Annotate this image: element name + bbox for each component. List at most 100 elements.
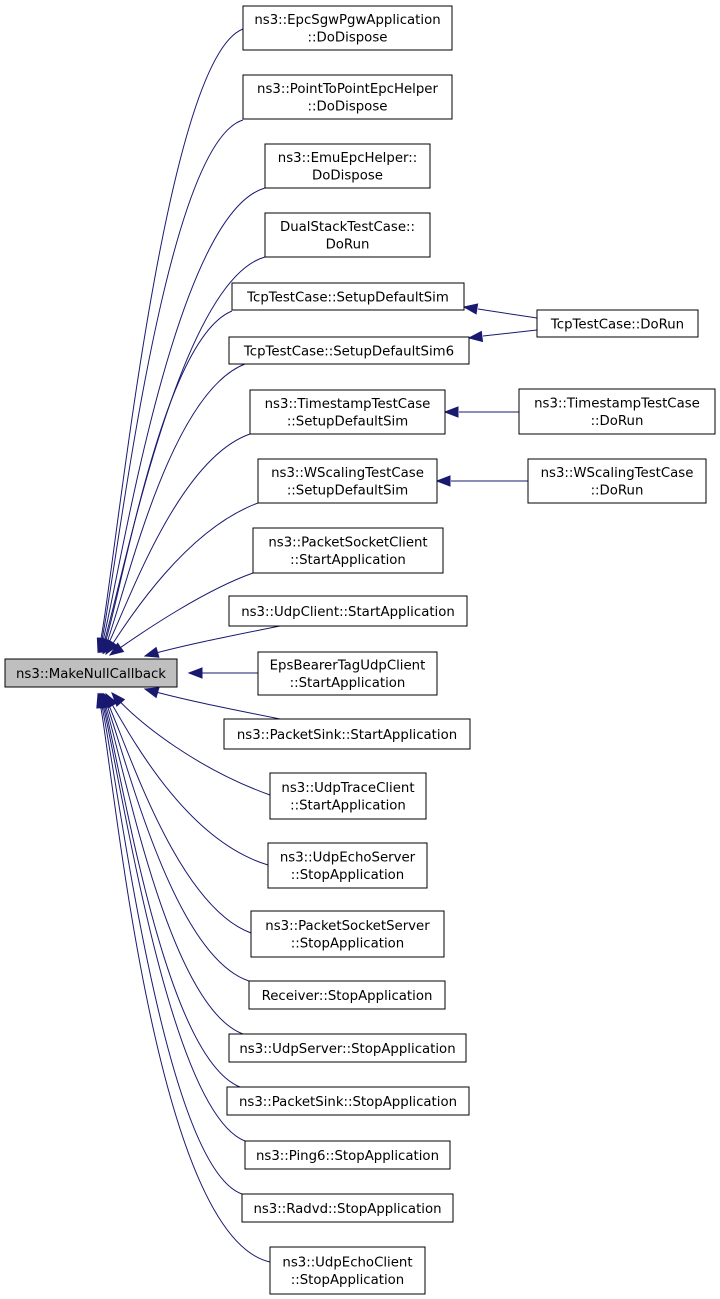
- node-tcp-setup-sim[interactable]: TcpTestCase::SetupDefaultSim: [231, 282, 465, 311]
- node-label-line: Receiver::StopApplication: [262, 989, 433, 1004]
- node-label-line: ::StopApplication: [291, 868, 405, 883]
- node-udp-echo-client-stop[interactable]: ns3::UdpEchoClient::StopApplication: [269, 1246, 426, 1295]
- node-label-line: ns3::Ping6::StopApplication: [256, 1149, 439, 1164]
- edge-packet-sink-stop: [100, 692, 241, 1088]
- node-epc-sgw-dispose[interactable]: ns3::EpcSgwPgwApplication::DoDispose: [242, 5, 453, 51]
- node-udp-server-stop[interactable]: ns3::UdpServer::StopApplication: [228, 1033, 467, 1063]
- node-box: [252, 527, 444, 574]
- node-box: [269, 1246, 426, 1295]
- node-label-line: ns3::PacketSink::StopApplication: [239, 1095, 457, 1110]
- node-tcp-setup-sim6[interactable]: TcpTestCase::SetupDefaultSim6: [228, 336, 470, 365]
- node-emu-epc-dispose[interactable]: ns3::EmuEpcHelper::DoDispose: [264, 143, 431, 189]
- node-label-line: ns3::UdpClient::StartApplication: [241, 605, 455, 620]
- node-timestamp-setup[interactable]: ns3::TimestampTestCase::SetupDefaultSim: [249, 389, 446, 435]
- edge-line: [100, 693, 241, 1088]
- node-label-line: TcpTestCase::SetupDefaultSim6: [243, 344, 454, 359]
- arrowhead: [187, 667, 203, 679]
- arrowhead: [111, 691, 126, 707]
- node-eps-bearer-start[interactable]: EpsBearerTagUdpClient::StartApplication: [257, 651, 438, 696]
- node-label-line: ns3::UdpEchoClient: [282, 1256, 412, 1271]
- edge-tcp-do-run-to-tcp-setup-sim: [462, 303, 538, 319]
- node-label-line: ::StartApplication: [290, 799, 406, 814]
- node-box: [228, 1033, 467, 1063]
- edge-line: [105, 693, 269, 866]
- edge-line: [103, 433, 251, 654]
- node-box: [248, 980, 446, 1010]
- node-label-line: ::StartApplication: [290, 553, 406, 568]
- node-wscaling-do-run[interactable]: ns3::WScalingTestCase::DoRun: [527, 458, 707, 504]
- node-box: [269, 772, 427, 820]
- node-box: [242, 74, 453, 120]
- node-timestamp-do-run[interactable]: ns3::TimestampTestCase::DoRun: [518, 388, 716, 435]
- node-packet-sink-stop[interactable]: ns3::PacketSink::StopApplication: [226, 1086, 470, 1116]
- edge-line: [102, 693, 250, 982]
- edge-line: [99, 693, 246, 1142]
- node-box: [228, 336, 470, 365]
- edge-line: [98, 693, 243, 1195]
- nodes-layer: ns3::MakeNullCallback ns3::EpcSgwPgwAppli…: [4, 5, 716, 1295]
- edge-line: [482, 329, 538, 337]
- edge-line: [97, 693, 271, 1263]
- node-label-line: TcpTestCase::SetupDefaultSim: [246, 290, 449, 305]
- node-label-line: ns3::UdpTraceClient: [281, 781, 414, 796]
- edge-line: [98, 119, 244, 653]
- arrowhead: [108, 642, 125, 656]
- edge-timestamp-setup: [103, 433, 251, 655]
- node-ping6-stop[interactable]: ns3::Ping6::StopApplication: [244, 1140, 451, 1170]
- node-udp-echo-server-stop[interactable]: ns3::UdpEchoServer::StopApplication: [267, 842, 428, 889]
- node-label-line: ns3::TimestampTestCase: [534, 397, 700, 412]
- node-label-line: ns3::EpcSgwPgwApplication: [254, 13, 440, 28]
- arrowhead: [443, 406, 459, 418]
- node-udp-trace-client-start[interactable]: ns3::UdpTraceClient::StartApplication: [269, 772, 427, 820]
- node-packet-socket-client-start[interactable]: ns3::PacketSocketClient::StartApplicatio…: [252, 527, 444, 574]
- node-box: [226, 1086, 470, 1116]
- edge-emu-epc-dispose: [99, 187, 266, 654]
- node-label-line: ns3::PacketSocketClient: [268, 536, 427, 551]
- node-radvd-stop[interactable]: ns3::Radvd::StopApplication: [241, 1193, 454, 1223]
- node-box: [264, 143, 431, 189]
- arrowhead: [467, 330, 484, 343]
- node-label-line: DoDispose: [312, 169, 383, 184]
- edge-line: [477, 308, 538, 319]
- node-wscaling-setup[interactable]: ns3::WScalingTestCase::SetupDefaultSim: [257, 458, 438, 504]
- edge-udp-echo-client-stop: [96, 692, 271, 1263]
- node-box: [4, 658, 178, 688]
- node-box: [242, 5, 453, 51]
- node-box: [241, 1193, 454, 1223]
- edge-packet-socket-client-start: [108, 572, 254, 656]
- edge-epc-sgw-dispose: [96, 28, 244, 654]
- node-label-line: ns3::WScalingTestCase: [271, 466, 424, 481]
- node-label-line: ::StopApplication: [291, 937, 405, 952]
- edge-udp-trace-client-start: [111, 691, 271, 796]
- edge-tcp-do-run-to-tcp-setup-sim6: [467, 329, 538, 343]
- edge-line: [100, 256, 266, 653]
- edge-line: [111, 692, 271, 796]
- node-label-line: ns3::PacketSink::StartApplication: [237, 728, 457, 743]
- edge-wscaling-setup: [105, 502, 259, 656]
- node-box: [264, 212, 431, 258]
- node-label-line: ns3::WScalingTestCase: [541, 466, 694, 481]
- node-label-line: ::DoDispose: [308, 31, 388, 46]
- node-label-line: ::StartApplication: [290, 676, 406, 691]
- node-label-line: ns3::PacketSocketServer: [265, 919, 430, 934]
- edge-line: [101, 310, 233, 653]
- node-dual-stack-run[interactable]: DualStackTestCase::DoRun: [264, 212, 431, 258]
- node-udp-client-start[interactable]: ns3::UdpClient::StartApplication: [228, 595, 468, 627]
- edge-packet-sink-start: [143, 687, 281, 720]
- edge-ping6-stop: [98, 692, 246, 1142]
- node-box: [223, 718, 471, 750]
- edge-line: [103, 693, 252, 934]
- node-tcp-do-run[interactable]: TcpTestCase::DoRun: [536, 309, 699, 338]
- node-label-line: ns3::TimestampTestCase: [265, 397, 431, 412]
- node-packet-socket-server-stop[interactable]: ns3::PacketSocketServer::StopApplication: [250, 910, 445, 958]
- node-label-line: DoRun: [326, 238, 370, 253]
- node-receiver-stop[interactable]: Receiver::StopApplication: [248, 980, 446, 1010]
- edge-line: [101, 693, 244, 1035]
- node-label-line: ns3::EmuEpcHelper::: [278, 151, 417, 166]
- edge-udp-client-start: [143, 625, 281, 658]
- node-p2p-epc-dispose[interactable]: ns3::PointToPointEpcHelper::DoDispose: [242, 74, 453, 120]
- node-packet-sink-start[interactable]: ns3::PacketSink::StartApplication: [223, 718, 471, 750]
- node-make-null-callback[interactable]: ns3::MakeNullCallback: [4, 658, 178, 688]
- node-box: [231, 282, 465, 311]
